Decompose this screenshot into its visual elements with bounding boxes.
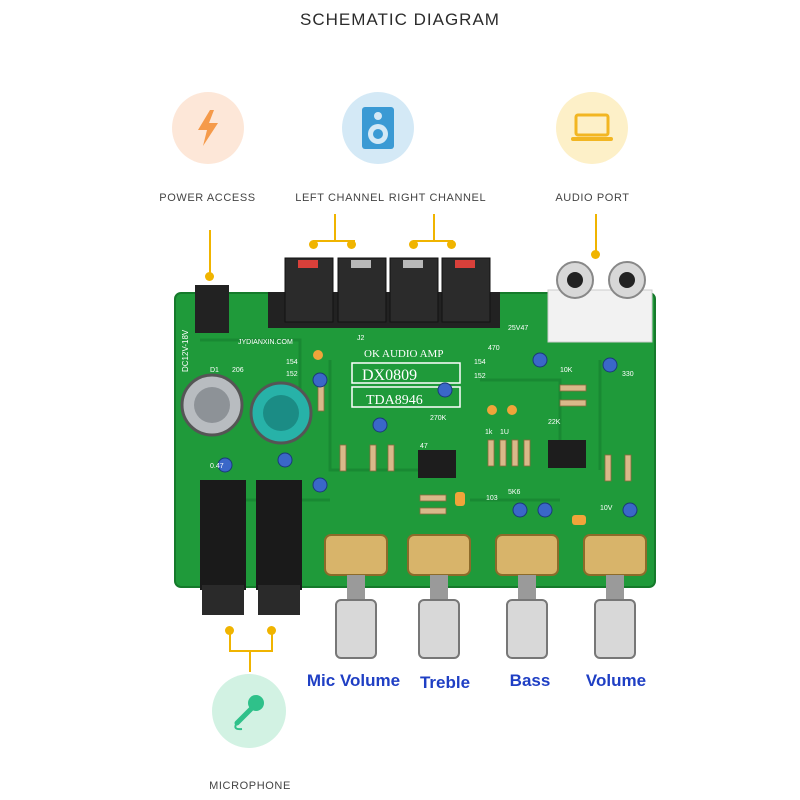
- speaker-icon-circle: [342, 92, 414, 164]
- right-channel-bracket-stem: [433, 214, 435, 242]
- left-channel-dot-a: [309, 240, 318, 249]
- audio-port-connector-dot: [591, 250, 600, 259]
- silk-marking: 152: [474, 373, 486, 380]
- silk-marking: 154: [286, 359, 298, 366]
- left-channel-dot-b: [347, 240, 356, 249]
- rca-audio-jacks: [547, 261, 653, 343]
- silk-marking: J2: [357, 335, 365, 342]
- silk-marking: 152: [286, 371, 298, 378]
- right-channel-dot-b: [447, 240, 456, 249]
- silk-marking: 103: [486, 495, 498, 502]
- right-channel-bracket-bar: [413, 240, 453, 242]
- diagram-title: SCHEMATIC DIAGRAM: [300, 10, 500, 29]
- potentiometer-mic-volume: [324, 534, 388, 659]
- silk-marking: 5K6: [508, 489, 521, 496]
- power-access-label: POWER ACCESS: [159, 192, 256, 204]
- silk-marking: 25V47: [508, 325, 528, 332]
- board-silk-top: OK AUDIO AMP: [364, 348, 443, 360]
- lightning-icon: [198, 110, 218, 146]
- silk-marking: 154: [474, 359, 486, 366]
- mic-bracket-stem: [249, 650, 251, 672]
- speaker-icon: [362, 107, 394, 149]
- potentiometer-bass: [495, 534, 559, 659]
- power-connector-line: [209, 230, 211, 274]
- silk-marking: 0.47: [210, 463, 224, 470]
- dc-power-jack: [195, 285, 229, 333]
- silk-marking: 1k: [485, 429, 493, 436]
- silk-marking: 47: [420, 443, 428, 450]
- board-model: DX0809: [362, 367, 417, 384]
- mic-bracket-b: [271, 634, 273, 652]
- power-icon-circle: [172, 92, 244, 164]
- mic-connector-dot-a: [225, 626, 234, 635]
- left-channel-bracket-bar: [313, 240, 355, 242]
- knob-label-bass: Bass: [509, 671, 551, 690]
- silk-marking: 330: [622, 371, 634, 378]
- right-channel-dot-a: [409, 240, 418, 249]
- silk-marking: D1: [210, 367, 219, 374]
- silk-marking: 206: [232, 367, 244, 374]
- silk-marking: 1U: [500, 429, 509, 436]
- silk-marking: 22K: [548, 419, 561, 426]
- silk-marking: 270K: [430, 415, 447, 422]
- silk-marking: 10V: [600, 505, 613, 512]
- knob-label-treble: Treble: [419, 673, 471, 692]
- power-connector-dot: [205, 272, 214, 281]
- board-voltage: DC12V-18V: [181, 329, 190, 372]
- mic-bracket-a: [229, 634, 231, 652]
- potentiometer-treble: [407, 534, 471, 659]
- potentiometer-volume: [583, 534, 647, 659]
- laptop-icon-circle: [556, 92, 628, 164]
- audio-port-label: AUDIO PORT: [555, 192, 630, 204]
- ic-chip-right: [548, 440, 586, 468]
- board-chip: TDA8946: [366, 393, 423, 408]
- mic-bracket-bar: [229, 650, 273, 652]
- silk-marking: 470: [488, 345, 500, 352]
- silk-marking: 10K: [560, 367, 573, 374]
- speaker-terminal-block: [268, 257, 500, 328]
- mic-connector-dot-b: [267, 626, 276, 635]
- microphone-icon: [234, 695, 264, 731]
- left-channel-bracket-stem: [334, 214, 336, 242]
- microphone-jacks: [200, 480, 302, 615]
- microphone-label: MICROPHONE: [209, 780, 291, 792]
- left-channel-label: LEFT CHANNEL: [295, 192, 385, 204]
- ic-chip-left: [418, 450, 456, 478]
- microphone-icon-circle: [212, 674, 286, 748]
- audio-port-connector-line: [595, 214, 597, 252]
- knob-label-mic-volume: Mic Volume: [306, 671, 401, 690]
- knob-label-volume: Volume: [585, 671, 647, 690]
- board-site: JYDIANXIN.COM: [238, 339, 293, 346]
- laptop-icon: [571, 113, 613, 141]
- right-channel-label: RIGHT CHANNEL: [388, 192, 487, 204]
